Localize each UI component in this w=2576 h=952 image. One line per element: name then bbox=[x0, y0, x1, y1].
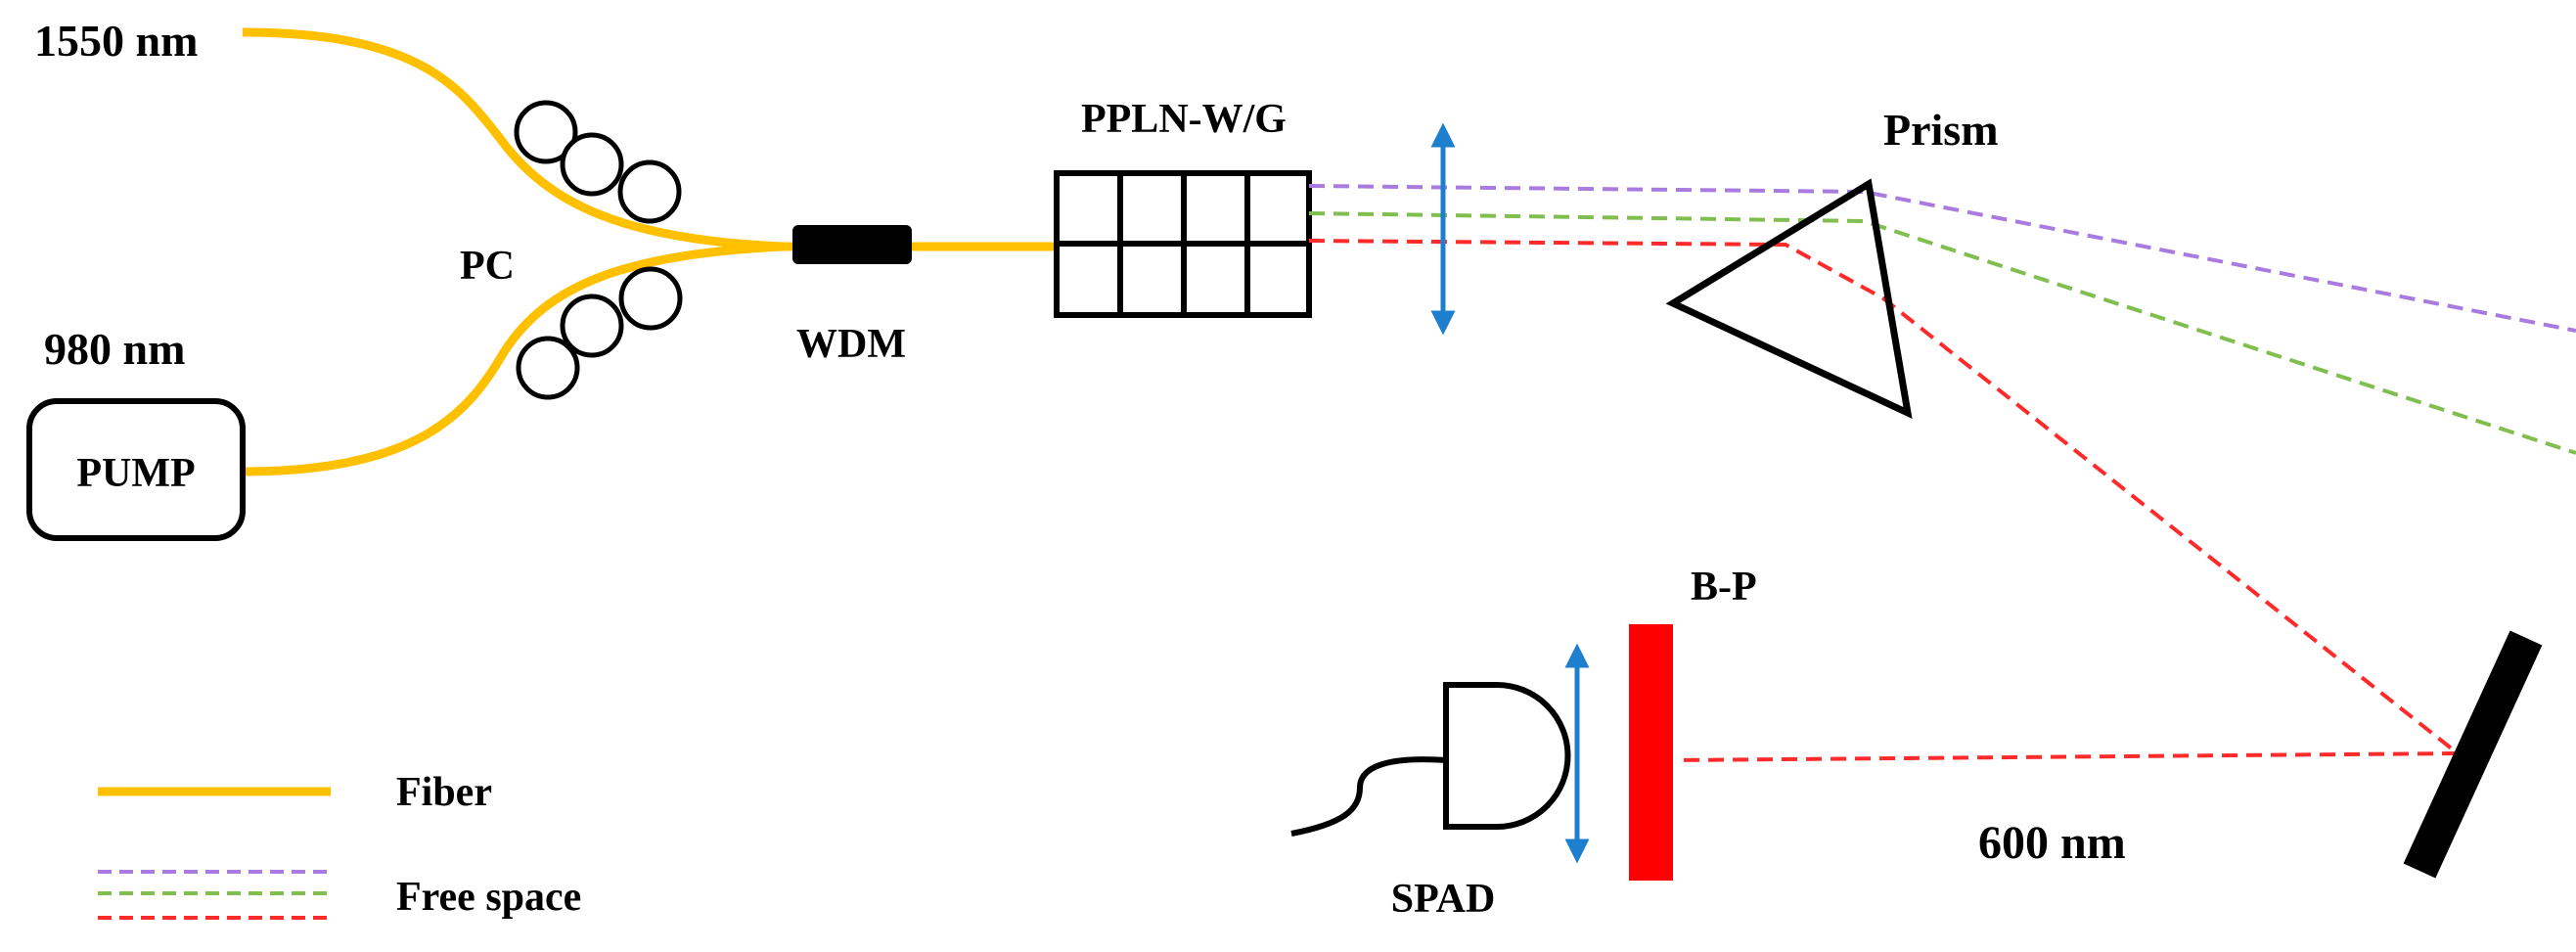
beam-red bbox=[1308, 239, 2463, 762]
fiber-980 bbox=[242, 242, 784, 476]
free-space-beams bbox=[1308, 184, 2576, 762]
label-ppln: PPLN-W/G bbox=[1081, 97, 1287, 142]
beam-green bbox=[1308, 211, 2576, 455]
pump-box bbox=[26, 398, 246, 541]
wdm-block bbox=[792, 225, 912, 264]
label-wdm: WDM bbox=[796, 322, 906, 367]
label-pc: PC bbox=[460, 244, 515, 289]
label-spad: SPAD bbox=[1391, 877, 1496, 922]
bandpass-filter bbox=[1629, 624, 1673, 881]
spad-detector bbox=[1290, 682, 1571, 837]
mirror bbox=[2403, 630, 2543, 879]
pc-loops-bottom bbox=[516, 266, 683, 400]
prism bbox=[1665, 178, 1913, 419]
label-600nm: 600 nm bbox=[1978, 817, 2126, 869]
legend: Fiber Free space bbox=[98, 770, 581, 920]
beam-purple bbox=[1308, 184, 2576, 333]
fiber-1550 bbox=[242, 27, 784, 251]
label-pump: PUMP bbox=[76, 451, 195, 496]
label-1550: 1550 nm bbox=[34, 16, 198, 66]
legend-fiber-label: Fiber bbox=[396, 770, 492, 815]
fiber-lines bbox=[242, 27, 1057, 476]
ppln-waveguide bbox=[1054, 170, 1312, 318]
pc-loops-top bbox=[514, 100, 682, 224]
legend-free-space-label: Free space bbox=[396, 875, 581, 920]
label-prism: Prism bbox=[1883, 105, 1999, 155]
label-bp: B-P bbox=[1691, 565, 1757, 610]
label-980: 980 nm bbox=[44, 324, 185, 374]
